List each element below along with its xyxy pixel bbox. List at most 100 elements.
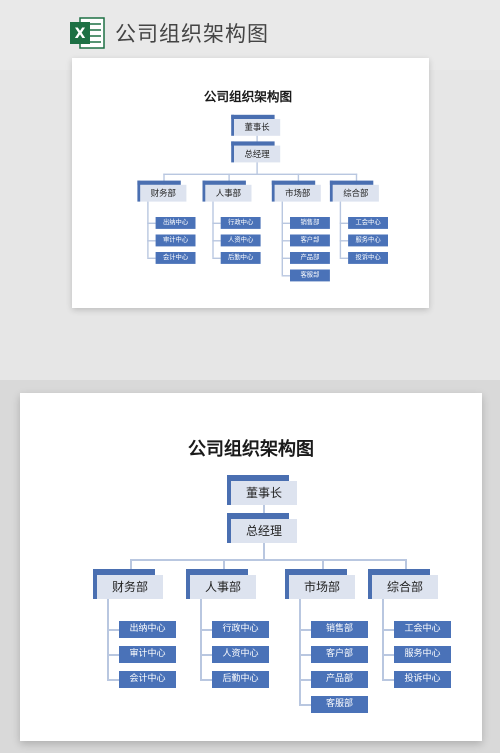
node-label: 董事长 <box>244 122 270 133</box>
child-node: 销售部 <box>311 621 368 638</box>
connector-line <box>147 201 149 258</box>
chart-title: 公司组织架构图 <box>188 439 314 460</box>
node-label: 人事部 <box>204 580 241 594</box>
node-label: 董事长 <box>245 486 282 500</box>
node-accent <box>186 569 190 599</box>
child-node: 出纳中心 <box>155 217 196 229</box>
node-accent <box>137 180 181 185</box>
connector-line <box>299 679 311 681</box>
node-accent <box>329 180 374 185</box>
connector-line <box>382 679 394 681</box>
connector-line <box>299 599 301 704</box>
connector-line <box>147 257 156 259</box>
chairman-node: 董事长 <box>231 114 281 136</box>
node-accent <box>227 475 289 481</box>
connector-line <box>281 201 283 276</box>
connector-line <box>382 629 394 631</box>
connector-line <box>299 704 311 706</box>
node-accent <box>93 569 155 575</box>
connector-line <box>147 222 156 224</box>
connector-line <box>228 173 230 185</box>
connector-line <box>223 559 225 575</box>
connector-line <box>256 162 258 175</box>
chairman-node: 董事长 <box>227 475 297 505</box>
org-chart: 公司组织架构图董事长总经理财务部出纳中心审计中心会计中心人事部行政中心人资中心后… <box>31 401 471 731</box>
node-accent <box>329 180 333 202</box>
node-label: 总经理 <box>244 149 270 159</box>
child-node: 人资中心 <box>220 234 261 247</box>
node-accent <box>368 569 372 599</box>
department-node: 市场部 <box>271 180 321 202</box>
node-accent <box>202 180 246 185</box>
child-node: 客服部 <box>290 269 330 282</box>
org-chart-detail: 公司组织架构图董事长总经理财务部出纳中心审计中心会计中心人事部行政中心人资中心后… <box>20 393 482 741</box>
node-accent <box>285 569 289 599</box>
excel-icon: X <box>70 17 105 49</box>
connector-line <box>200 599 202 679</box>
connector-line <box>299 654 311 656</box>
node-label: 人事部 <box>215 188 241 199</box>
department-node: 市场部 <box>285 569 355 599</box>
child-node: 投诉中心 <box>394 671 451 688</box>
connector-line <box>382 599 384 679</box>
department-node: 综合部 <box>329 180 379 202</box>
node-accent <box>231 114 275 119</box>
node-label: 财务部 <box>111 580 148 594</box>
child-node: 销售部 <box>290 217 330 229</box>
child-node: 会计中心 <box>119 671 176 688</box>
node-accent <box>231 141 234 163</box>
child-node: 出纳中心 <box>119 621 176 638</box>
child-node: 工会中心 <box>348 217 388 229</box>
child-node: 产品部 <box>311 671 368 688</box>
child-node: 审计中心 <box>119 646 176 663</box>
node-accent <box>231 114 234 136</box>
connector-line <box>299 629 311 631</box>
org-chart: 公司组织架构图董事长总经理财务部出纳中心审计中心会计中心人事部行政中心人资中心后… <box>94 63 402 294</box>
department-node: 财务部 <box>137 180 187 202</box>
child-node: 行政中心 <box>212 621 269 638</box>
connector-line <box>355 173 358 185</box>
gm-node: 总经理 <box>231 141 281 163</box>
child-node: 服务中心 <box>394 646 451 663</box>
child-node: 投诉中心 <box>348 252 388 264</box>
connector-line <box>281 222 290 224</box>
connector-line <box>212 222 221 224</box>
department-node: 人事部 <box>202 180 252 202</box>
connector-line <box>163 173 358 175</box>
connector-line <box>281 257 290 259</box>
gm-node: 总经理 <box>227 513 297 543</box>
connector-line <box>281 240 290 242</box>
connector-line <box>297 173 300 185</box>
child-node: 会计中心 <box>155 252 196 264</box>
connector-line <box>130 559 132 575</box>
connector-line <box>200 679 212 681</box>
org-chart-preview: 公司组织架构图董事长总经理财务部出纳中心审计中心会计中心人事部行政中心人资中心后… <box>72 58 429 308</box>
child-node: 审计中心 <box>155 234 196 247</box>
chart-title: 公司组织架构图 <box>203 89 293 105</box>
connector-line <box>200 654 212 656</box>
department-node: 综合部 <box>368 569 438 599</box>
connector-line <box>212 257 221 259</box>
node-label: 市场部 <box>303 580 340 594</box>
child-node: 客户部 <box>290 234 330 247</box>
node-accent <box>93 569 97 599</box>
connector-line <box>147 240 156 242</box>
node-label: 综合部 <box>343 188 369 199</box>
department-node: 财务部 <box>93 569 163 599</box>
connector-line <box>107 629 119 631</box>
child-node: 产品部 <box>290 252 330 264</box>
connector-line <box>339 257 349 259</box>
node-accent <box>285 569 347 575</box>
connector-line <box>263 505 265 519</box>
connector-line <box>382 654 394 656</box>
node-accent <box>271 180 316 185</box>
child-node: 工会中心 <box>394 621 451 638</box>
node-accent <box>227 513 289 519</box>
connector-line <box>107 679 119 681</box>
node-accent <box>202 180 206 202</box>
connector-line <box>130 559 407 561</box>
connector-line <box>339 240 349 242</box>
node-label: 市场部 <box>285 188 311 199</box>
child-node: 客服部 <box>311 696 368 713</box>
connector-line <box>322 559 324 575</box>
